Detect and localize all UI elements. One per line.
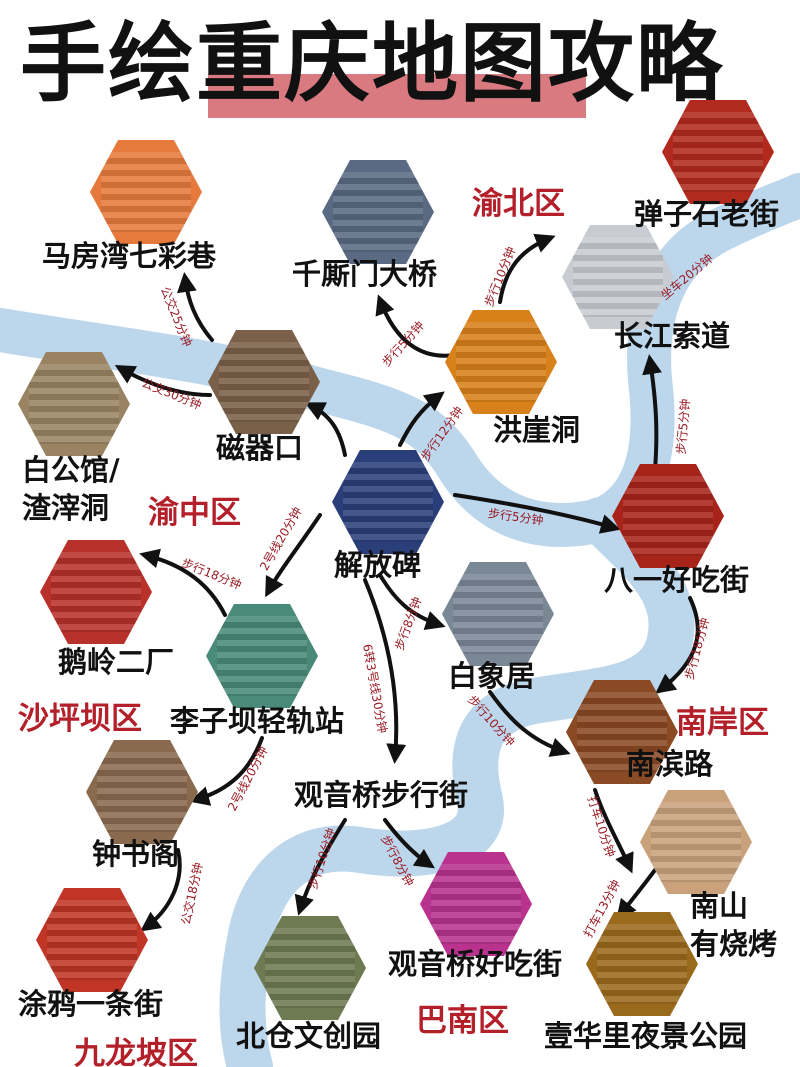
nanbinlu-photo [566, 680, 678, 784]
label-jiefangbei: 解放碑 [334, 548, 422, 582]
arrow-baixiangju-nanbinlu [488, 690, 571, 757]
arrow-bayi-nanbinlu [655, 596, 700, 694]
arrow-guanyinqiao-gyqfood [383, 818, 435, 869]
arrow-ciqikou-mafangwan [176, 272, 214, 342]
label-nanshan: 南山 [690, 889, 749, 923]
river-jialing [219, 497, 695, 1067]
label-baigongguan: 白公馆/ [22, 453, 120, 487]
district-nanan: 南岸区 [676, 705, 769, 741]
label-qiansimen: 千厮门大桥 [292, 257, 438, 291]
label-eling: 鹅岭二厂 [58, 645, 175, 679]
arrow-liziba-zhongshuge [189, 736, 264, 806]
label-ciqikou: 磁器口 [216, 431, 304, 465]
label-zhazidong: 渣滓洞 [22, 491, 110, 525]
label-gyqfood: 观音桥好吃街 [388, 947, 563, 981]
label-guanyinqiao: 观音桥步行街 [294, 778, 469, 812]
label-mafangwan: 马房湾七彩巷 [42, 239, 217, 273]
label-danzishi: 弹子石老街 [634, 197, 780, 231]
district-banan: 巴南区 [416, 1003, 509, 1039]
arrow-jiefangbei-ciqikou [304, 402, 347, 457]
bayi-photo [612, 464, 724, 568]
danzishi-photo [662, 100, 774, 204]
label-liziba: 李子坝轻轨站 [170, 704, 345, 738]
arrow-jiefangbei-hongyadong [398, 391, 445, 447]
label-nanbinlu: 南滨路 [626, 747, 714, 781]
label-tuya: 涂鸦一条街 [18, 987, 164, 1021]
label-hongyadong: 洪崖洞 [493, 413, 581, 447]
label-yihuali: 壹华里夜景公园 [544, 1019, 748, 1053]
arrow-jiefangbei-bayi [453, 493, 621, 534]
arrow-ciqikou-baigongguan [114, 365, 212, 397]
arrow-nanbinlu-yihuali [593, 788, 634, 874]
suodao-photo [562, 225, 674, 329]
arrow-zhongshuge-tuya [140, 848, 182, 932]
district-yubei: 渝北区 [472, 186, 565, 222]
label-beicang: 北仓文创园 [236, 1019, 382, 1053]
arrow-jiefangbei-liziba [265, 513, 322, 598]
nanshan-photo [640, 790, 752, 894]
title-highlight [208, 74, 586, 118]
district-yuzhong: 渝中区 [148, 495, 241, 531]
label-zhongshuge: 钟书阁 [92, 837, 180, 871]
label-baixiangju: 白象居 [448, 659, 536, 693]
label-suodao: 长江索道 [614, 319, 731, 353]
arrow-suodao-bayi-up [642, 354, 662, 472]
yihuali-photo [586, 912, 698, 1016]
label-nanshan-bbq: 有烧烤 [690, 927, 778, 961]
district-shapingba: 沙坪坝区 [18, 701, 142, 737]
label-bayi: 八一好吃街 [604, 563, 750, 597]
arrow-jiefangbei-baixiangju [378, 573, 446, 631]
district-jiulongpo: 九龙坡区 [74, 1036, 198, 1067]
page-title: 手绘重庆地图攻略 [20, 14, 724, 114]
arrow-liziba-eling [139, 548, 227, 617]
arrow-nanshan-yihuali [616, 868, 657, 920]
baigongguan-photo [18, 352, 130, 456]
arrow-hongyadong-qiansimen [375, 294, 457, 358]
arrow-jiefangbei-guanyinqiao [363, 578, 407, 764]
arrow-guanyinqiao-beicang [294, 818, 347, 916]
arrow-hongyadong-danzishi [498, 233, 556, 304]
